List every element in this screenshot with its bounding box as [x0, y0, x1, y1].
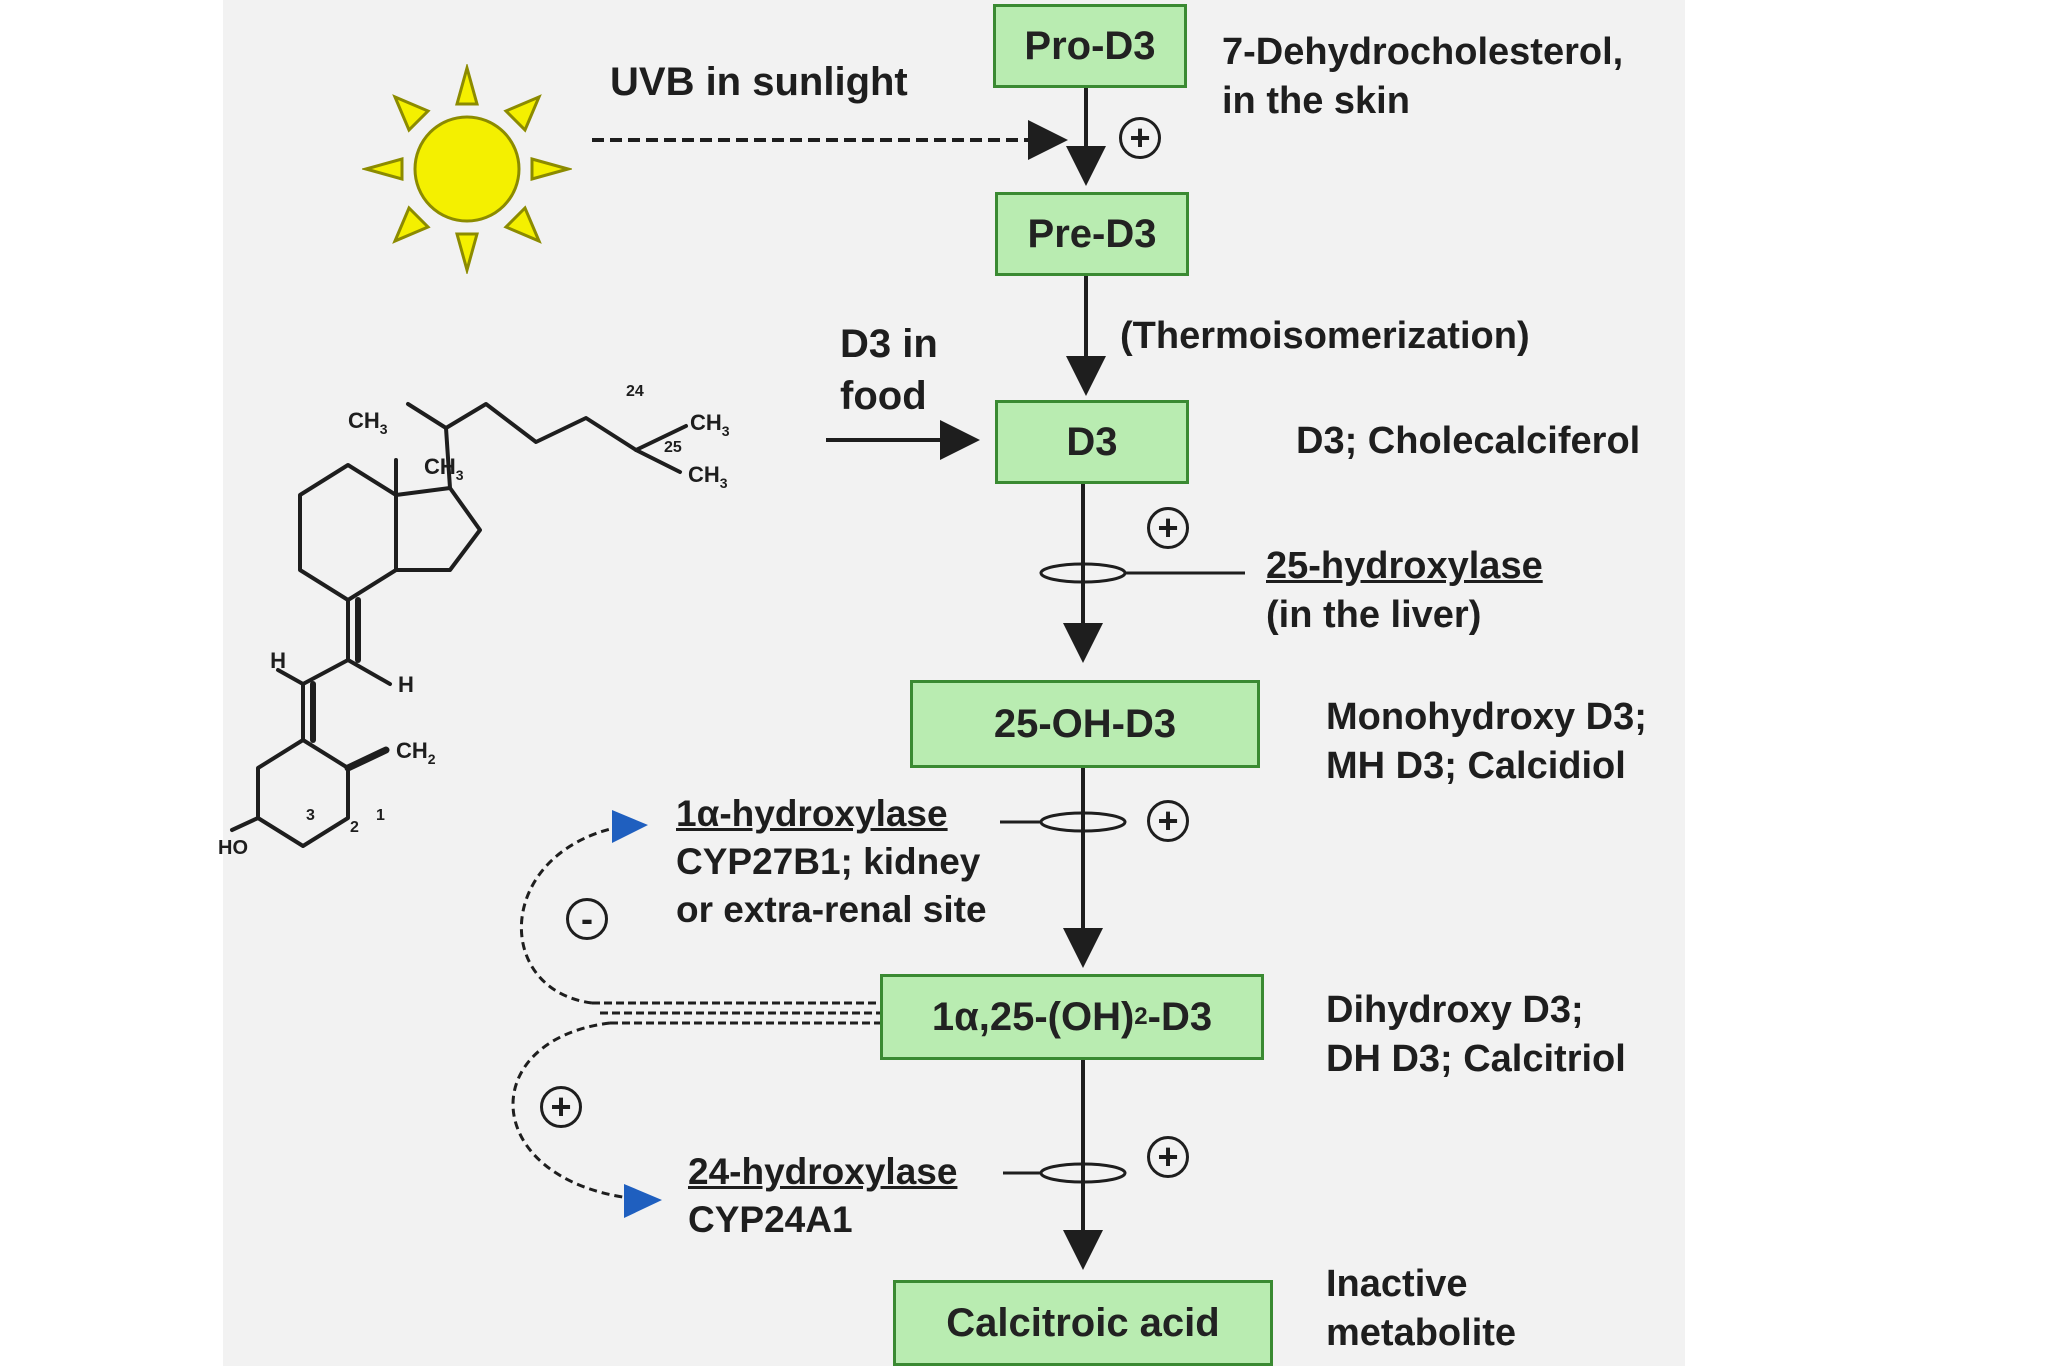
feedback-curve-24 — [511, 1021, 656, 1209]
1alpha-hydroxylase-line3: or extra-renal site — [676, 889, 987, 931]
d3-description: D3; Cholecalciferol — [1296, 420, 1641, 462]
dihydroxy-subscript: 2 — [1134, 1003, 1148, 1030]
ring-five — [394, 486, 482, 572]
plus-sign-feedback: + — [540, 1086, 582, 1128]
dihydroxy-suffix: -D3 — [1147, 994, 1213, 1039]
hydrogen-left-label: H — [270, 648, 286, 673]
pro-d3-description: 7-Dehydrocholesterol, in the skin — [1222, 28, 1623, 127]
thermoisomerization-label: (Thermoisomerization) — [1120, 315, 1530, 357]
25-hydroxylase-name: 25-hydroxylase — [1266, 545, 1543, 587]
carbon-24-label: 24 — [626, 383, 644, 400]
dihydroxy-desc-line2: DH D3; Calcitriol — [1326, 1038, 1626, 1081]
methyl-label-d: CH3 — [688, 462, 728, 491]
24-hydroxylase-label: 24-hydroxylase CYP24A1 — [688, 1148, 957, 1244]
calcitroic-description: Inactive metabolite — [1326, 1260, 1516, 1359]
box-25-oh-d3: 25-OH-D3 — [910, 680, 1260, 768]
methyl-label-b: CH3 — [424, 454, 464, 483]
ring-number-3: 3 — [306, 807, 315, 824]
dihydroxy-desc-line1: Dihydroxy D3; — [1326, 989, 1584, 1031]
methyl-label-c: CH3 — [690, 410, 730, 439]
hydroxyl-label: HO — [218, 837, 248, 859]
calcitroic-desc-line2: metabolite — [1326, 1312, 1517, 1355]
box-dihydroxy-d3: 1α,25-(OH)2-D3 — [880, 974, 1264, 1060]
1alpha-hydroxylase-line2: CYP27B1; kidney — [676, 841, 981, 883]
pro-d3-desc-line1: 7-Dehydrocholesterol, — [1222, 31, 1624, 73]
box-calcitroic-acid: Calcitroic acid — [893, 1280, 1273, 1366]
box-pro-d3: Pro-D3 — [993, 4, 1187, 88]
food-label: D3 in food — [840, 318, 938, 422]
24-hydroxylase-name: 24-hydroxylase — [688, 1151, 958, 1192]
food-label-line1: D3 in — [840, 322, 938, 366]
ring-number-2: 2 — [350, 819, 359, 836]
dihydroxy-prefix: 1α,25-(OH) — [931, 994, 1135, 1039]
methyl-label-a: CH3 — [348, 408, 388, 437]
feedback-arrowhead-24 — [624, 1184, 662, 1218]
minus-sign-feedback: - — [566, 898, 608, 940]
carbon-25-label: 25 — [664, 439, 682, 456]
ring-six — [298, 463, 398, 602]
dihydroxy-description: Dihydroxy D3; DH D3; Calcitriol — [1326, 986, 1626, 1085]
food-label-line2: food — [840, 374, 927, 418]
calcitroic-desc-line1: Inactive — [1326, 1263, 1468, 1305]
25-hydroxylase-site: (in the liver) — [1266, 594, 1482, 637]
methylene-label: CH2 — [396, 738, 436, 767]
ring-a — [256, 738, 350, 848]
uvb-label: UVB in sunlight — [610, 60, 908, 104]
hydrogen-right-label: H — [398, 672, 414, 697]
plus-sign-uvb: + — [1119, 117, 1161, 159]
sun-icon — [362, 64, 572, 274]
pro-d3-desc-line2: in the skin — [1222, 80, 1410, 123]
1alpha-hydroxylase-label: 1α-hydroxylase CYP27B1; kidney or extra-… — [676, 790, 987, 934]
25-oh-d3-desc-line2: MH D3; Calcidiol — [1326, 745, 1626, 788]
plus-sign-25-hydroxylase: + — [1147, 507, 1189, 549]
25-oh-d3-desc-line1: Monohydroxy D3; — [1326, 696, 1647, 738]
plus-sign-24-hydroxylase: + — [1147, 1136, 1189, 1178]
25-hydroxylase-label: 25-hydroxylase (in the liver) — [1266, 542, 1543, 641]
box-d3: D3 — [995, 400, 1189, 484]
feedback-curve-1alpha — [519, 817, 636, 1005]
1alpha-hydroxylase-name: 1α-hydroxylase — [676, 793, 948, 834]
25-oh-d3-description: Monohydroxy D3; MH D3; Calcidiol — [1326, 693, 1647, 792]
plus-sign-1alpha-hydroxylase: + — [1147, 800, 1189, 842]
box-pre-d3: Pre-D3 — [995, 192, 1189, 276]
24-hydroxylase-line2: CYP24A1 — [688, 1199, 853, 1241]
feedback-arrowhead-1alpha — [612, 810, 648, 843]
side-chain — [444, 402, 688, 490]
ring-number-1: 1 — [376, 807, 385, 824]
cholecalciferol-structure: CH3 CH3 CH3 CH3 CH2 24 25 H H HO 3 2 1 — [218, 383, 730, 859]
